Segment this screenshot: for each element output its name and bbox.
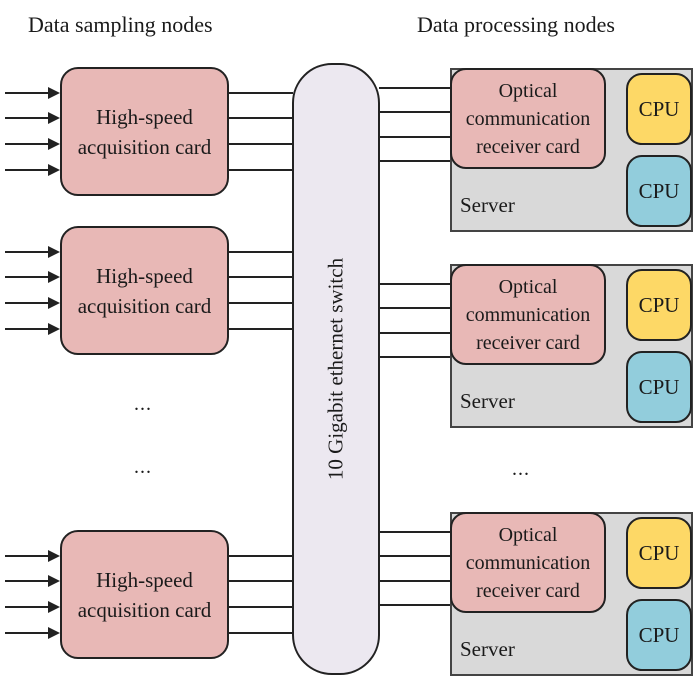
arrowhead-icon (48, 112, 60, 124)
acquisition-card-line2: acquisition card (77, 134, 212, 159)
arrowhead-icon (48, 627, 60, 639)
heading-data-sampling-nodes: Data sampling nodes (28, 12, 213, 37)
cpu-2: CPU (626, 351, 692, 423)
optical-card-line1: Optical (498, 275, 558, 298)
optical-card-line2: communication (465, 551, 591, 574)
optical-receiver-card: Optical communication receiver card (450, 512, 606, 613)
server-label: Server (460, 389, 515, 413)
heading-data-processing-nodes: Data processing nodes (417, 12, 615, 37)
acquisition-card-line1: High-speed (96, 104, 193, 129)
optical-card-line2: communication (465, 303, 591, 326)
left-ellipsis-2: ... (134, 456, 152, 478)
optical-card-line3: receiver card (476, 579, 580, 602)
arrowhead-icon (48, 297, 60, 309)
acquisition-card-line2: acquisition card (77, 293, 212, 318)
optical-receiver-card: Optical communication receiver card (450, 264, 606, 365)
arrowhead-icon (48, 323, 60, 335)
server-label: Server (460, 193, 515, 217)
server-1: Optical communication receiver card CPU … (450, 68, 693, 232)
arrowhead-icon (48, 246, 60, 258)
cpu-1: CPU (626, 73, 692, 145)
arrowhead-icon (48, 164, 60, 176)
acquisition-card-1: High-speed acquisition card (60, 67, 229, 196)
optical-card-line1: Optical (498, 523, 558, 546)
cpu-1: CPU (626, 269, 692, 341)
optical-card-line2: communication (465, 107, 591, 130)
right-ellipsis: ... (512, 458, 530, 480)
cpu-2: CPU (626, 599, 692, 671)
arrowhead-icon (48, 601, 60, 613)
server-label: Server (460, 637, 515, 661)
optical-card-line3: receiver card (476, 135, 580, 158)
acquisition-card-line1: High-speed (96, 567, 193, 592)
server-3: Optical communication receiver card CPU … (450, 512, 693, 676)
server-2: Optical communication receiver card CPU … (450, 264, 693, 428)
optical-card-line3: receiver card (476, 331, 580, 354)
cpu-2: CPU (626, 155, 692, 227)
arrowhead-icon (48, 550, 60, 562)
arrowhead-icon (48, 271, 60, 283)
arrowhead-icon (48, 138, 60, 150)
cpu-1: CPU (626, 517, 692, 589)
optical-receiver-card: Optical communication receiver card (450, 68, 606, 169)
arrowhead-icon (48, 575, 60, 587)
ethernet-switch: 10 Gigabit ethernet switch (292, 63, 380, 675)
optical-card-line1: Optical (498, 79, 558, 102)
acquisition-card-2: High-speed acquisition card (60, 226, 229, 355)
acquisition-card-line1: High-speed (96, 263, 193, 288)
arrowhead-icon (48, 87, 60, 99)
ethernet-switch-label: 10 Gigabit ethernet switch (323, 257, 348, 481)
acquisition-card-line2: acquisition card (77, 597, 212, 622)
acquisition-card-3: High-speed acquisition card (60, 530, 229, 659)
left-ellipsis-1: ... (134, 393, 152, 415)
